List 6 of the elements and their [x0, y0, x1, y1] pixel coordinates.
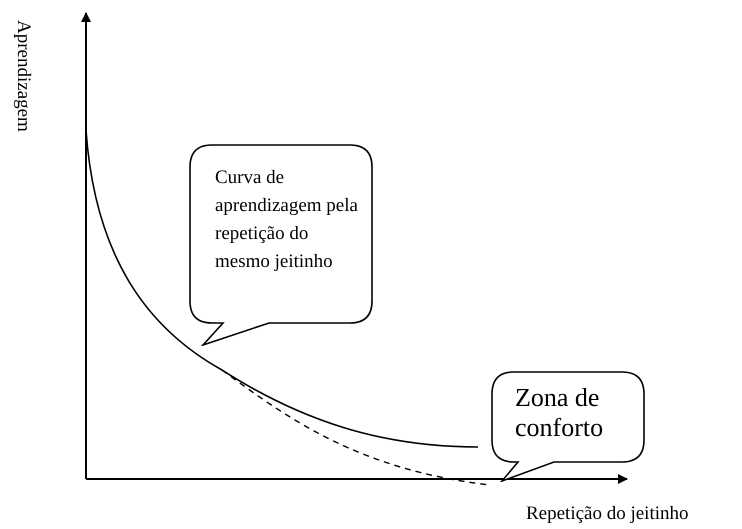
callout-text: Curva de aprendizagem pela repetição do mesmo jeitinho: [215, 166, 359, 274]
callout-text: Zona de conforto: [515, 383, 604, 443]
axis-title: Repetição do jeitinho: [526, 503, 689, 525]
speech-bubble: [189, 144, 373, 346]
speech-bubble: [491, 371, 645, 482]
axis-title: Aprendizagem: [12, 20, 34, 132]
